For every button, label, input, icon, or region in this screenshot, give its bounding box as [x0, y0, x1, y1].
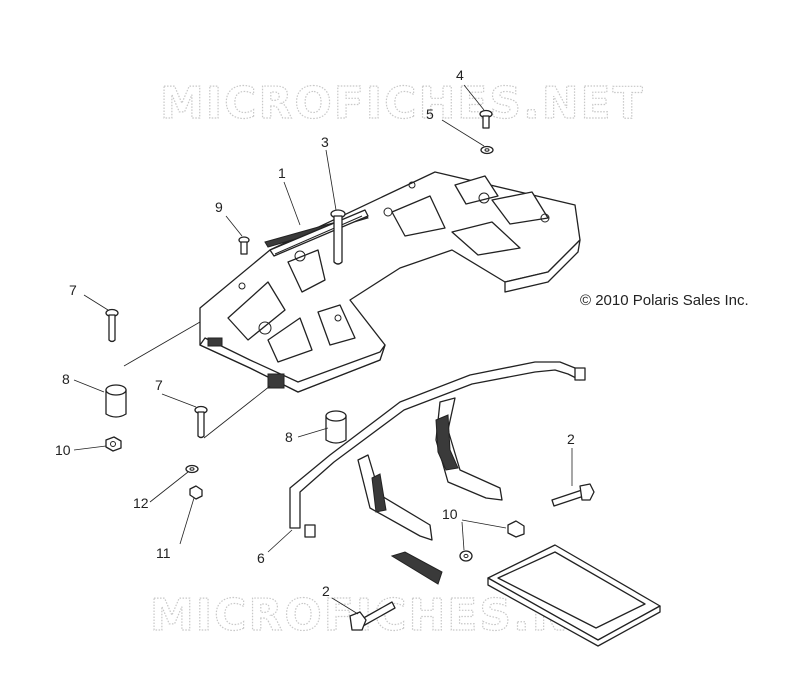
spacer-part-8-right	[325, 410, 347, 444]
callout-2-right: 2	[567, 431, 575, 447]
washer-part-12	[185, 464, 199, 474]
callout-8-right: 8	[285, 429, 293, 445]
nut-part-10-right	[459, 520, 525, 562]
bolt-part-3	[330, 209, 346, 265]
watermark-top: MICROFICHES.NET	[160, 78, 645, 129]
leader-lines	[73, 84, 573, 615]
callout-10-right: 10	[442, 506, 458, 522]
nut-part-10-left	[105, 436, 122, 452]
callout-labels: 1 2 2 3 4 5 6 7 7 8 8 9 10 10 11 12	[55, 67, 575, 599]
callout-2-lower: 2	[322, 583, 330, 599]
callout-6: 6	[257, 550, 265, 566]
copyright-notice: © 2010 Polaris Sales Inc.	[580, 292, 749, 309]
callout-12: 12	[133, 495, 149, 511]
nut-part-11	[189, 485, 203, 500]
bolt-part-7-lower	[194, 405, 208, 439]
callout-9: 9	[215, 199, 223, 215]
callout-5: 5	[426, 106, 434, 122]
rear-rack-part-1	[199, 171, 581, 393]
washer-part-5	[480, 145, 494, 155]
callout-7-lower: 7	[155, 377, 163, 393]
bolt-part-2-right	[551, 483, 595, 507]
callout-8-left: 8	[62, 371, 70, 387]
rack-frame-part-6	[289, 361, 586, 541]
bolt-part-7-upper	[105, 308, 119, 343]
bolt-part-4	[479, 109, 493, 129]
callout-11: 11	[156, 545, 171, 561]
callout-3: 3	[321, 134, 329, 150]
callout-7-upper: 7	[69, 282, 77, 298]
bolt-part-9	[238, 236, 250, 255]
bolt-part-2-lower	[349, 601, 396, 631]
callout-1: 1	[278, 165, 286, 181]
callout-4: 4	[456, 67, 464, 83]
spacer-part-8-left	[105, 384, 127, 418]
bracket-plate	[390, 551, 443, 585]
mounting-plate	[487, 544, 661, 647]
callout-10-left: 10	[55, 442, 71, 458]
